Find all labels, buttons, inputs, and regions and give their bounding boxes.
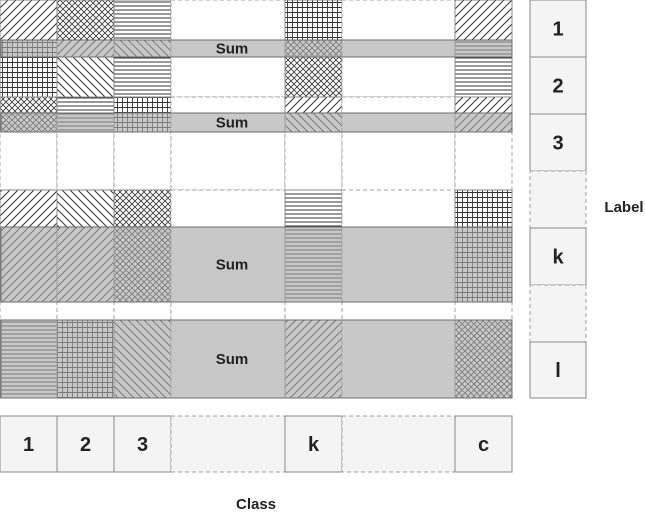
matrix-cell: [284, 131, 343, 191]
class-box: [454, 415, 513, 473]
class-row: 1 2 3 k c: [0, 415, 513, 473]
class-box-text: 3: [137, 434, 148, 456]
label-box-text: k: [552, 247, 564, 269]
matrix-cell: [113, 56, 172, 98]
matrix-cell: [170, 96, 286, 114]
label-box-text: 1: [552, 19, 563, 41]
label-caption: Label: [604, 199, 643, 216]
label-box: [529, 113, 587, 172]
matrix-cell: [454, 301, 513, 321]
class-box-text: k: [308, 434, 320, 456]
matrix-cell: [0, 96, 58, 114]
class-box: [113, 415, 172, 473]
matrix-cell: [113, 96, 172, 114]
matrix-cell: [113, 0, 172, 41]
matrix-cell: [0, 189, 58, 228]
class-box: [341, 415, 456, 473]
label-box: [529, 341, 587, 399]
matrix-cell: [56, 96, 115, 114]
sum-band: [0, 112, 513, 133]
matrix-cell: [56, 189, 115, 228]
matrix-cell: [170, 189, 286, 228]
class-box-text: 2: [80, 434, 91, 456]
matrix-cell: [284, 189, 343, 228]
matrix-cell: [113, 301, 172, 321]
matrix-cell: [170, 0, 286, 41]
matrix-cell: [284, 96, 343, 114]
matrix-cell: [0, 56, 58, 98]
matrix-cell: [341, 0, 456, 41]
matrix-cell: [341, 96, 456, 114]
matrix-cell: [284, 301, 343, 321]
matrix-cell: [56, 131, 115, 191]
matrix-cell: [454, 189, 513, 228]
matrix-cell: [454, 0, 513, 41]
class-box: [170, 415, 286, 473]
matrix-cell: [56, 0, 115, 41]
label-box: [529, 227, 587, 286]
label-box: [529, 0, 587, 58]
label-box-text: 2: [552, 76, 563, 98]
sum-band-label: Sum: [216, 351, 249, 368]
matrix-cell: [56, 56, 115, 98]
class-box: [284, 415, 343, 473]
label-box-text: l: [555, 360, 561, 382]
label-box: [529, 284, 587, 343]
matrix-cell: [0, 301, 58, 321]
matrix-cell: [341, 131, 456, 191]
class-box: [0, 415, 58, 473]
matrix-cell: [341, 301, 456, 321]
matrix-cell: [0, 0, 58, 41]
label-column: 1 2 3 k l: [529, 0, 587, 399]
sum-band: [0, 226, 513, 303]
matrix-cell: [454, 96, 513, 114]
matrix-cell: [0, 131, 58, 191]
matrix-cell: [454, 56, 513, 98]
matrix-cell: [56, 301, 115, 321]
class-box-text: 1: [23, 434, 34, 456]
sum-band-label: Sum: [216, 115, 249, 132]
sum-band: [0, 319, 513, 399]
matrix-cell: [284, 56, 343, 98]
matrix-cell: [170, 56, 286, 98]
label-box: [529, 56, 587, 115]
sum-band-label: Sum: [216, 41, 249, 58]
matrix-cell: [341, 56, 456, 98]
matrix-cell: [170, 301, 286, 321]
matrix-cell: [113, 189, 172, 228]
sum-band-label: Sum: [216, 257, 249, 274]
sum-band: [0, 39, 513, 58]
matrix-cell: [341, 189, 456, 228]
class-box: [56, 415, 115, 473]
matrix-cell: [284, 0, 343, 41]
class-caption: Class: [236, 496, 276, 513]
label-box-text: 3: [552, 133, 563, 155]
class-box-text: c: [478, 434, 489, 456]
label-box: [529, 170, 587, 229]
matrix-cell: [170, 131, 286, 191]
matrix-cell: [113, 131, 172, 191]
matrix-cell: [454, 131, 513, 191]
